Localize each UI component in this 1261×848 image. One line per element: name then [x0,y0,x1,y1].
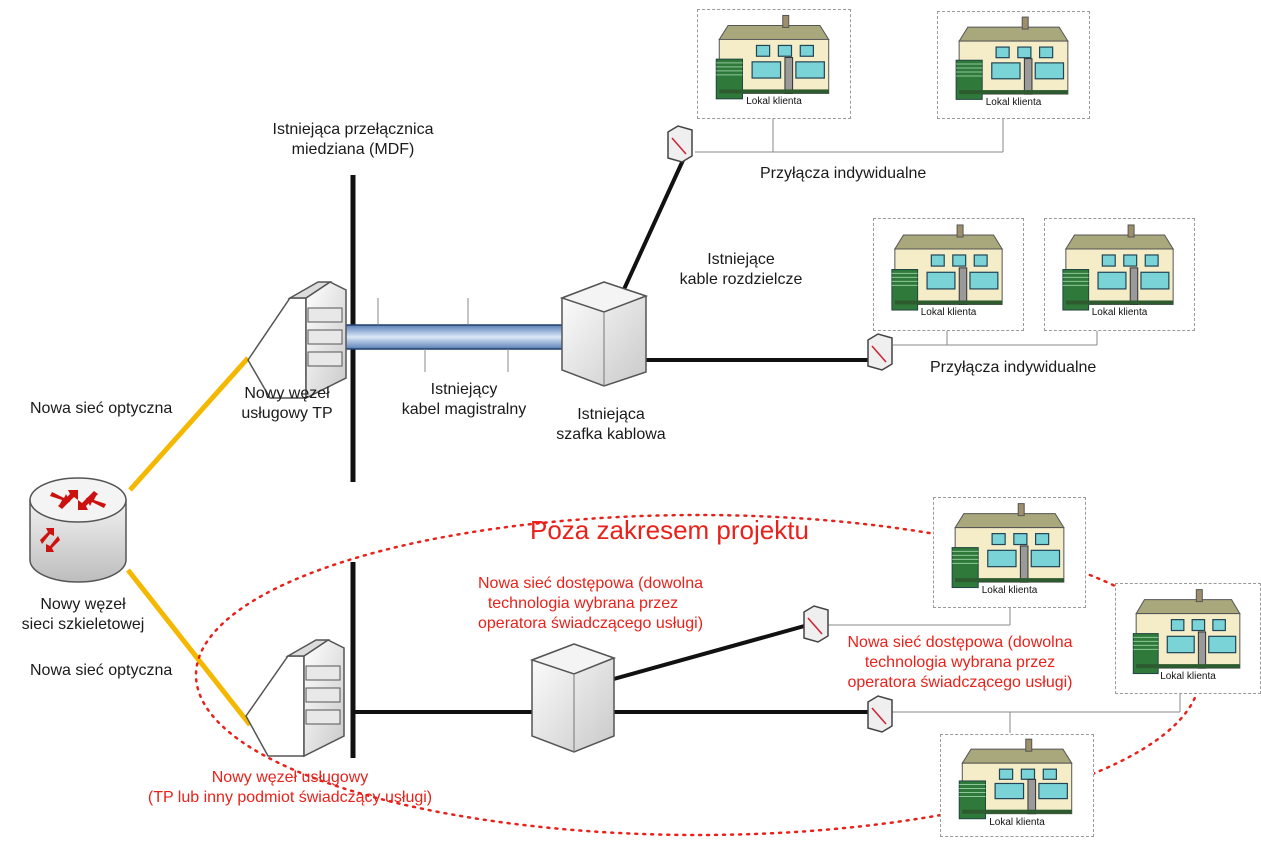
backbone-router-icon [29,477,127,583]
out-of-scope-label: Poza zakresem projektu [530,515,809,545]
drop-lines-mid [893,330,1098,346]
trunk-cable [341,324,565,350]
house-icon [958,738,1073,820]
house-icon [955,16,1069,100]
house-label: Lokal klienta [746,96,802,108]
customer-premises-6: Lokal klienta [1115,583,1261,694]
house-icon [715,14,830,100]
drops-mid-label: Przyłącza indywidualne [930,359,1097,376]
customer-premises-4: Lokal klienta [1044,218,1195,331]
customer-premises-7: Lokal klienta [940,734,1094,837]
cabinet-bottom-icon [529,643,617,753]
house-label: Lokal klienta [989,816,1045,828]
house-label: Lokal klienta [985,97,1042,109]
drop-lines-top [695,118,1004,153]
optical-fiber-top [128,356,250,492]
house-label: Lokal klienta [920,307,977,319]
customer-premises-5: Lokal klienta [933,497,1086,608]
distribution-cable-up [618,157,686,299]
house-label: Lokal klienta [1091,307,1148,319]
optical-fiber-bottom [126,568,252,727]
customer-premises-3: Lokal klienta [873,218,1024,331]
service-node-top-icon [247,281,347,400]
service-node-bottom-icon [245,639,345,758]
house-icon [1132,589,1241,675]
service-node-any-label: Nowy węzeł usługowy(TP lub inny podmiot … [147,769,433,806]
house-label: Lokal klienta [981,585,1038,597]
house-label: Lokal klienta [1160,671,1216,683]
cabinet-top-icon [559,281,649,387]
house-icon [891,224,1004,311]
cable-cabinet-up [609,623,809,682]
customer-premises-1: Lokal klienta [697,9,851,119]
distribution-point-icon [867,333,893,371]
distribution-point-icon [667,125,693,163]
house-icon [951,503,1065,589]
drop-lines-bottom [820,608,1181,733]
customer-premises-2: Lokal klienta [937,11,1090,119]
optical-top-label: Nowa sieć optyczna [30,400,173,417]
distribution-point-icon [803,605,829,643]
distribution-point-icon [867,695,893,733]
drops-top-label: Przyłącza indywidualne [760,165,927,182]
optical-bottom-label: Nowa sieć optyczna [30,662,173,679]
house-icon [1062,224,1175,311]
